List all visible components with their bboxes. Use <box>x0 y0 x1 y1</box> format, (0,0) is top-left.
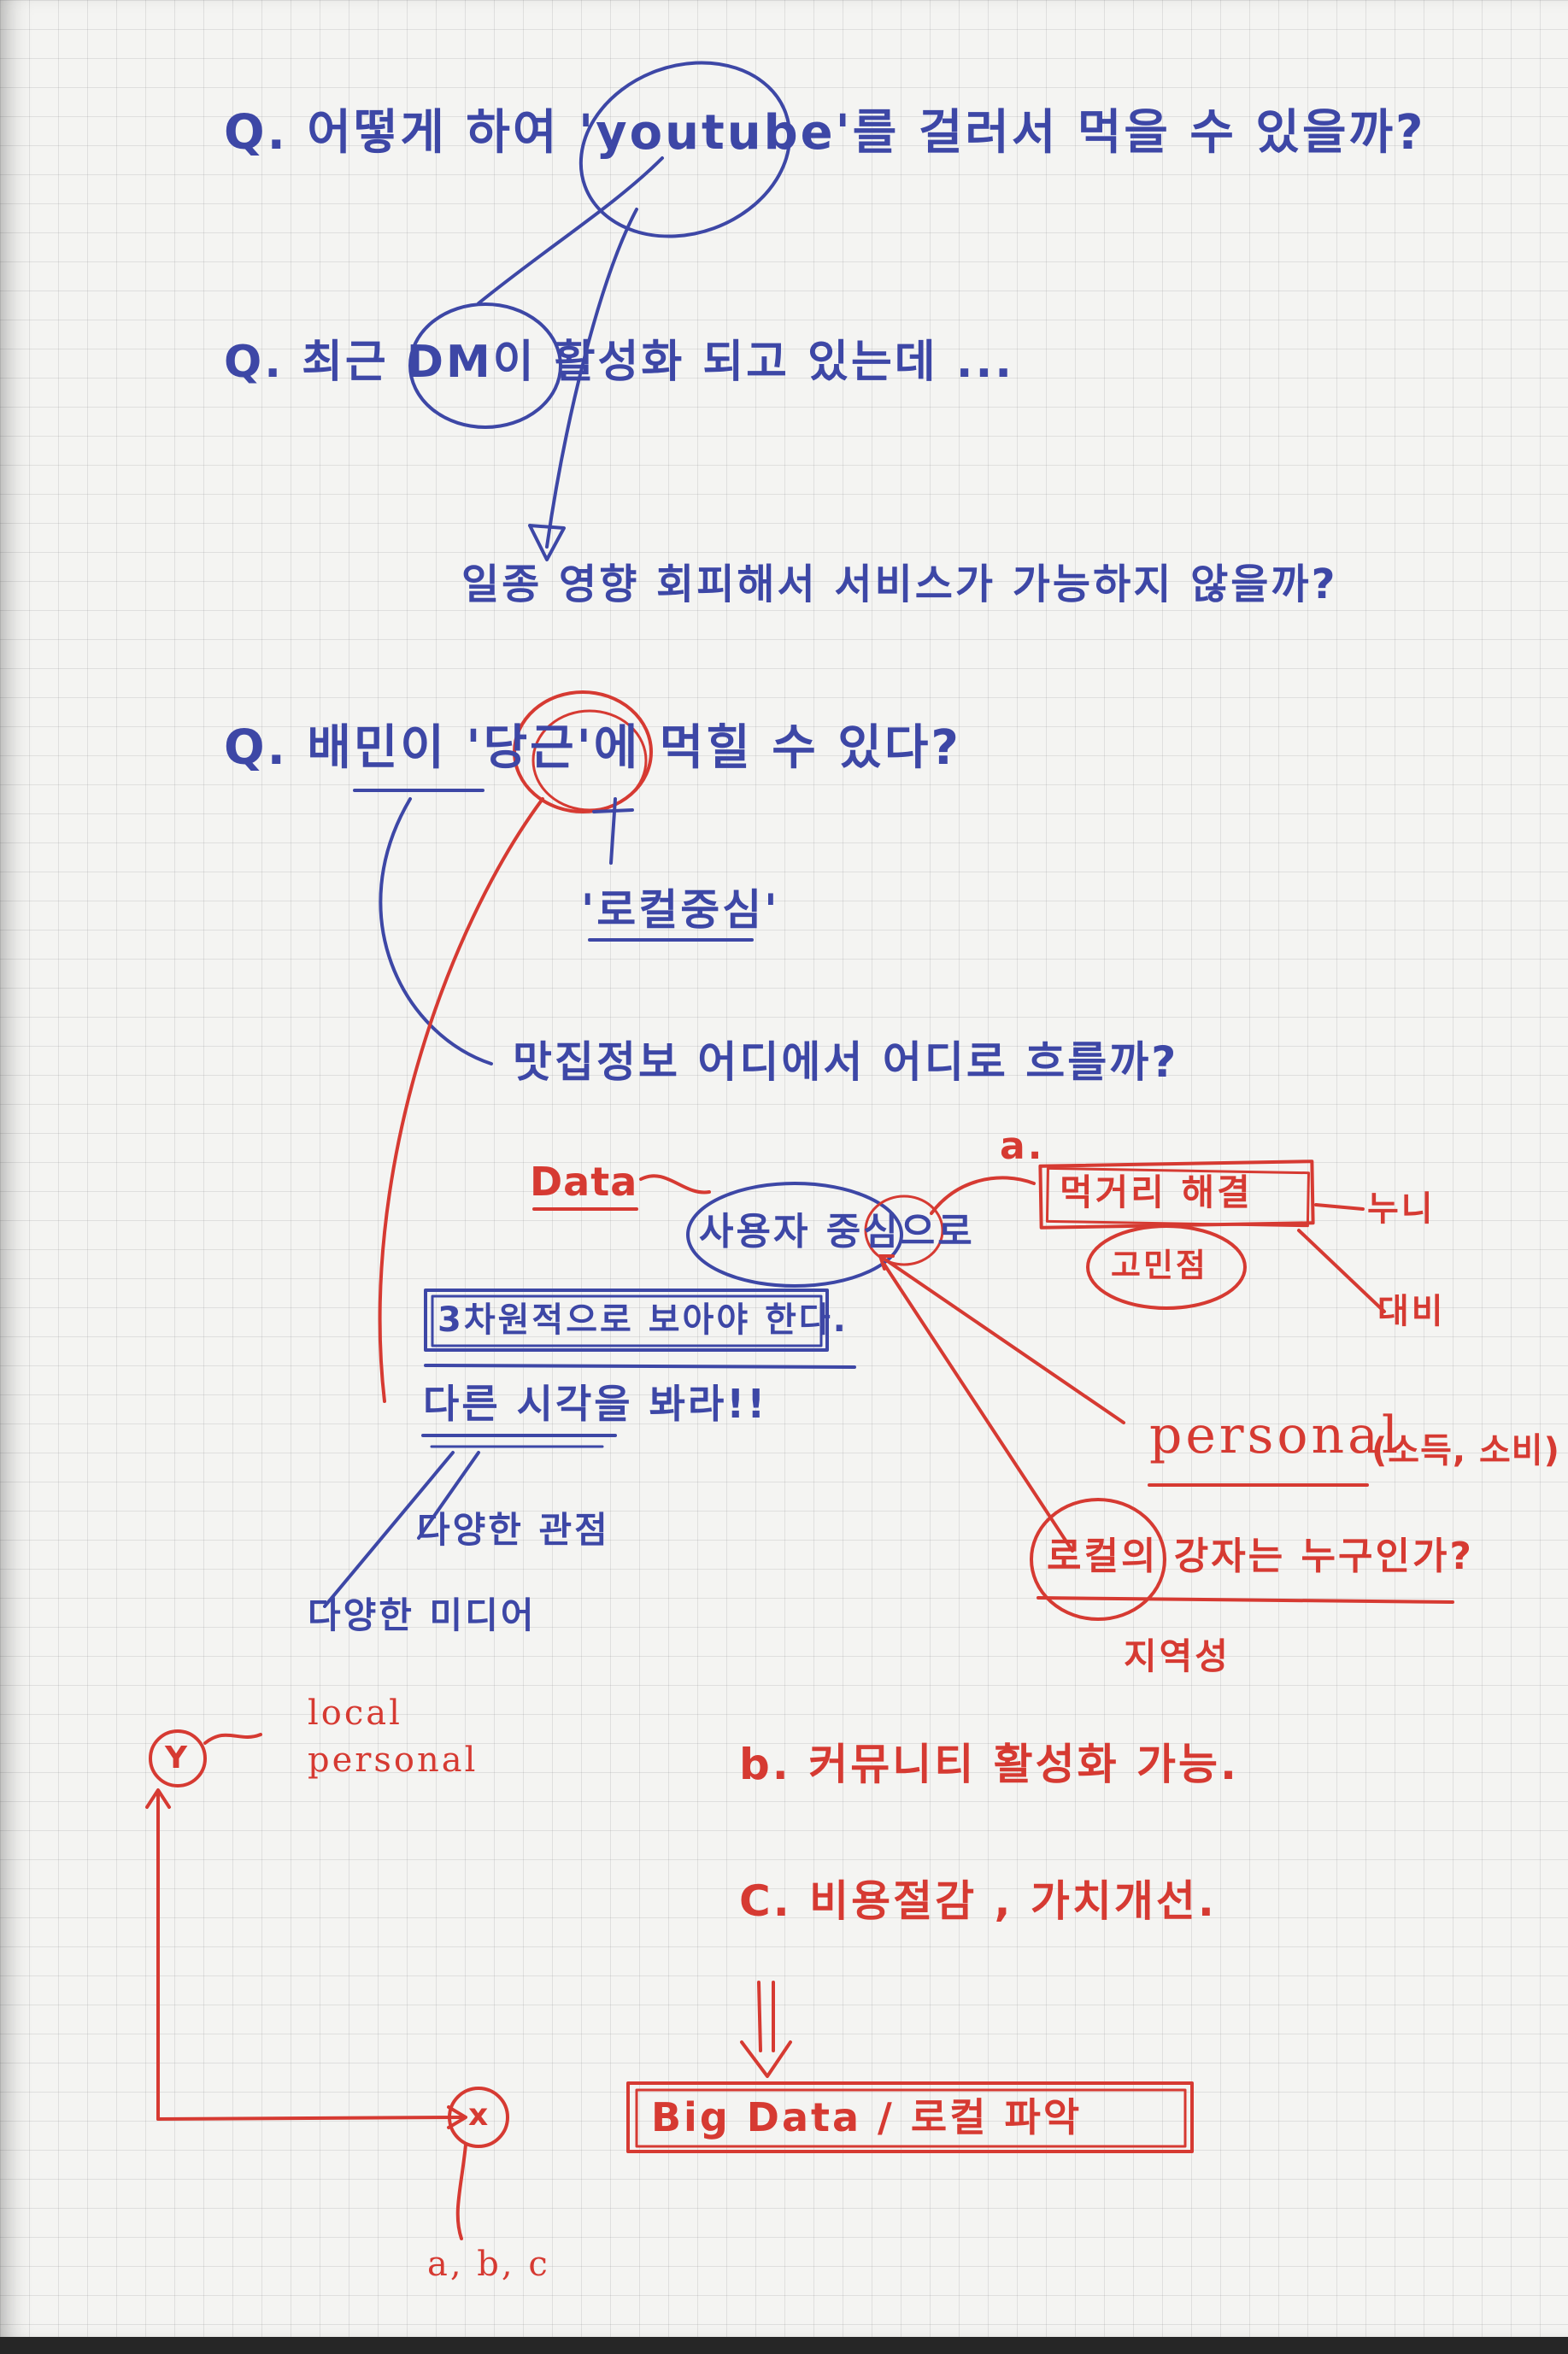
c-line: C. 비용절감 , 가치개선. <box>739 1876 1217 1926</box>
carrot-circle-2 <box>531 709 648 812</box>
carrot-circle-1 <box>513 690 653 813</box>
3d-box <box>424 1289 829 1352</box>
axis-y-label-local: local <box>308 1694 402 1733</box>
question-youtube: Q. 어떻게 하여 'youtube'를 걸러서 먹을 수 있을까? <box>224 105 1426 161</box>
bottom-box <box>626 2081 1194 2153</box>
a-label: a. <box>1000 1124 1045 1168</box>
see-other-label: 다른 시각을 봐라!! <box>423 1381 768 1427</box>
x-axis-circle <box>448 2087 509 2148</box>
page-bottom-edge <box>0 2337 1568 2354</box>
personal-paren: (소득, 소비) <box>1371 1431 1560 1471</box>
y-axis-circle <box>149 1729 207 1788</box>
arrow-head-1 <box>528 524 566 561</box>
concern-circle <box>1086 1224 1247 1310</box>
3d-label: 3차원적으로 보아야 한다. <box>438 1300 849 1340</box>
b-line: b. 커뮤니티 활성화 가능. <box>739 1740 1240 1789</box>
concern-label: 고민점 <box>1111 1247 1208 1284</box>
local-circle <box>1030 1498 1166 1621</box>
axis-y-letter: Y <box>165 1741 188 1776</box>
user-center-label: 사용자 중심으로 <box>699 1210 975 1253</box>
user-center-circle <box>686 1182 903 1288</box>
local-question: 로컬의 강자는 누구인가? <box>1047 1535 1474 1578</box>
a-right-1: 누니 <box>1367 1189 1436 1229</box>
a-box-label: 먹거리 해결 <box>1060 1171 1253 1213</box>
question-baemin: Q. 배민이 '당근'에 먹힐 수 있다? <box>224 720 961 776</box>
a-right-2: 대비 <box>1377 1292 1446 1331</box>
arrow-youtube-answer <box>545 208 638 549</box>
curve-carrot-see-other <box>378 797 544 1403</box>
dm-circle <box>408 302 562 429</box>
question-dm: Q. 최근 DM이 활성화 되고 있는데 ... <box>224 337 1014 388</box>
youtube-circle <box>578 61 792 238</box>
axis-x-label: a, b, c <box>427 2245 550 2284</box>
axis-y-label-personal: personal <box>308 1741 479 1780</box>
personal-label: personal <box>1149 1406 1402 1465</box>
diverse-view: 다양한 관점 <box>417 1509 610 1551</box>
x-axis-line <box>156 2116 463 2121</box>
data-label: Data <box>530 1159 638 1205</box>
bottom-box-label: Big Data / 로컬 파악 <box>651 2094 1083 2140</box>
answer-baemin: 맛집정보 어디에서 어디로 흐를까? <box>513 1037 1179 1087</box>
region-label: 지역성 <box>1124 1635 1230 1677</box>
answer-dm: 일종 영향 회피해서 서비스가 가능하지 않을까? <box>461 561 1338 608</box>
curve-baemin <box>379 797 493 1065</box>
diverse-media: 다양한 미디어 <box>308 1594 537 1636</box>
axis-x-letter: x <box>468 2098 489 2133</box>
link-youtube-dm <box>477 156 664 305</box>
local-centric: '로컬중심' <box>581 885 780 935</box>
